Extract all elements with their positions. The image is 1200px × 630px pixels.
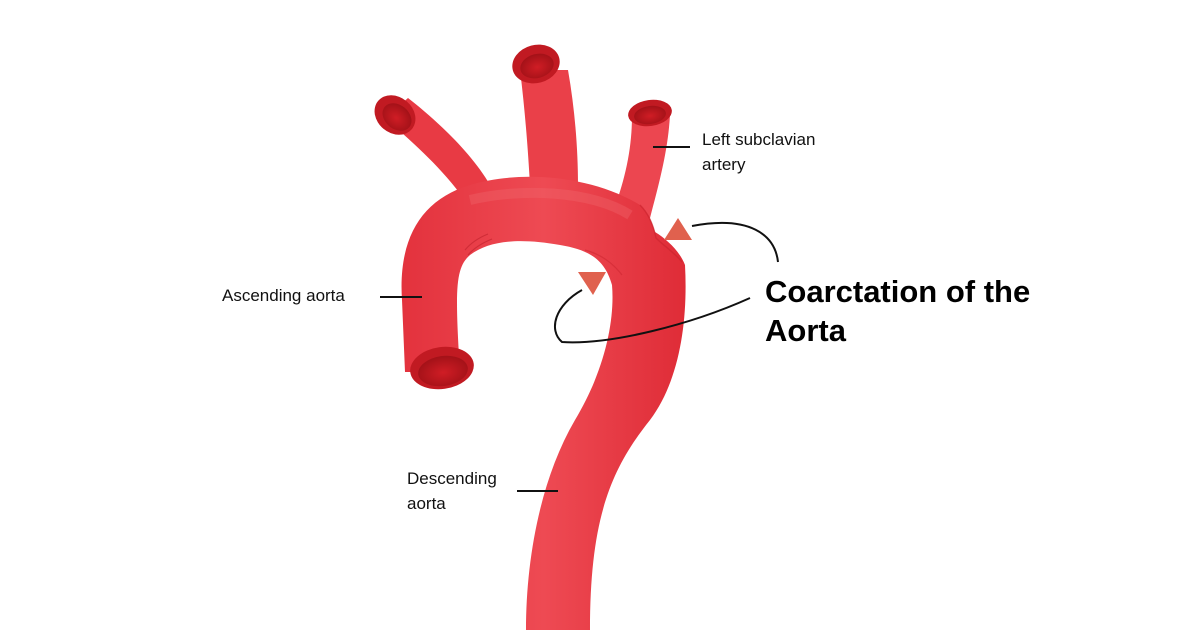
left-subclavian-label-line1: Left subclavian [702,130,816,149]
ascending-aorta-label: Ascending aorta [222,283,345,308]
left-subclavian-label: Left subclavian artery [702,127,815,177]
coarctation-marker-lower [578,272,606,295]
diagram-title-line1: Coarctation of the [765,274,1031,309]
left-subclavian-label-line2: artery [702,155,746,174]
coarctation-pointer-upper [691,221,779,263]
brachiocephalic-artery [374,95,490,205]
diagram-title-line2: Aorta [765,313,846,348]
descending-aorta-label: Descending aorta [407,466,497,516]
diagram-title: Coarctation of the Aorta [765,272,1030,350]
descending-aorta-label-line1: Descending [407,469,497,488]
left-common-carotid-artery [512,44,578,185]
ascending-aorta-label-text: Ascending aorta [222,286,345,305]
coarctation-pointer-lower [553,289,751,344]
descending-aorta-label-line2: aorta [407,494,446,513]
coarctation-marker-upper [664,218,692,240]
ascending-aorta-opening [410,346,474,390]
aorta-body [401,176,686,630]
left-subclavian-artery [612,99,672,218]
